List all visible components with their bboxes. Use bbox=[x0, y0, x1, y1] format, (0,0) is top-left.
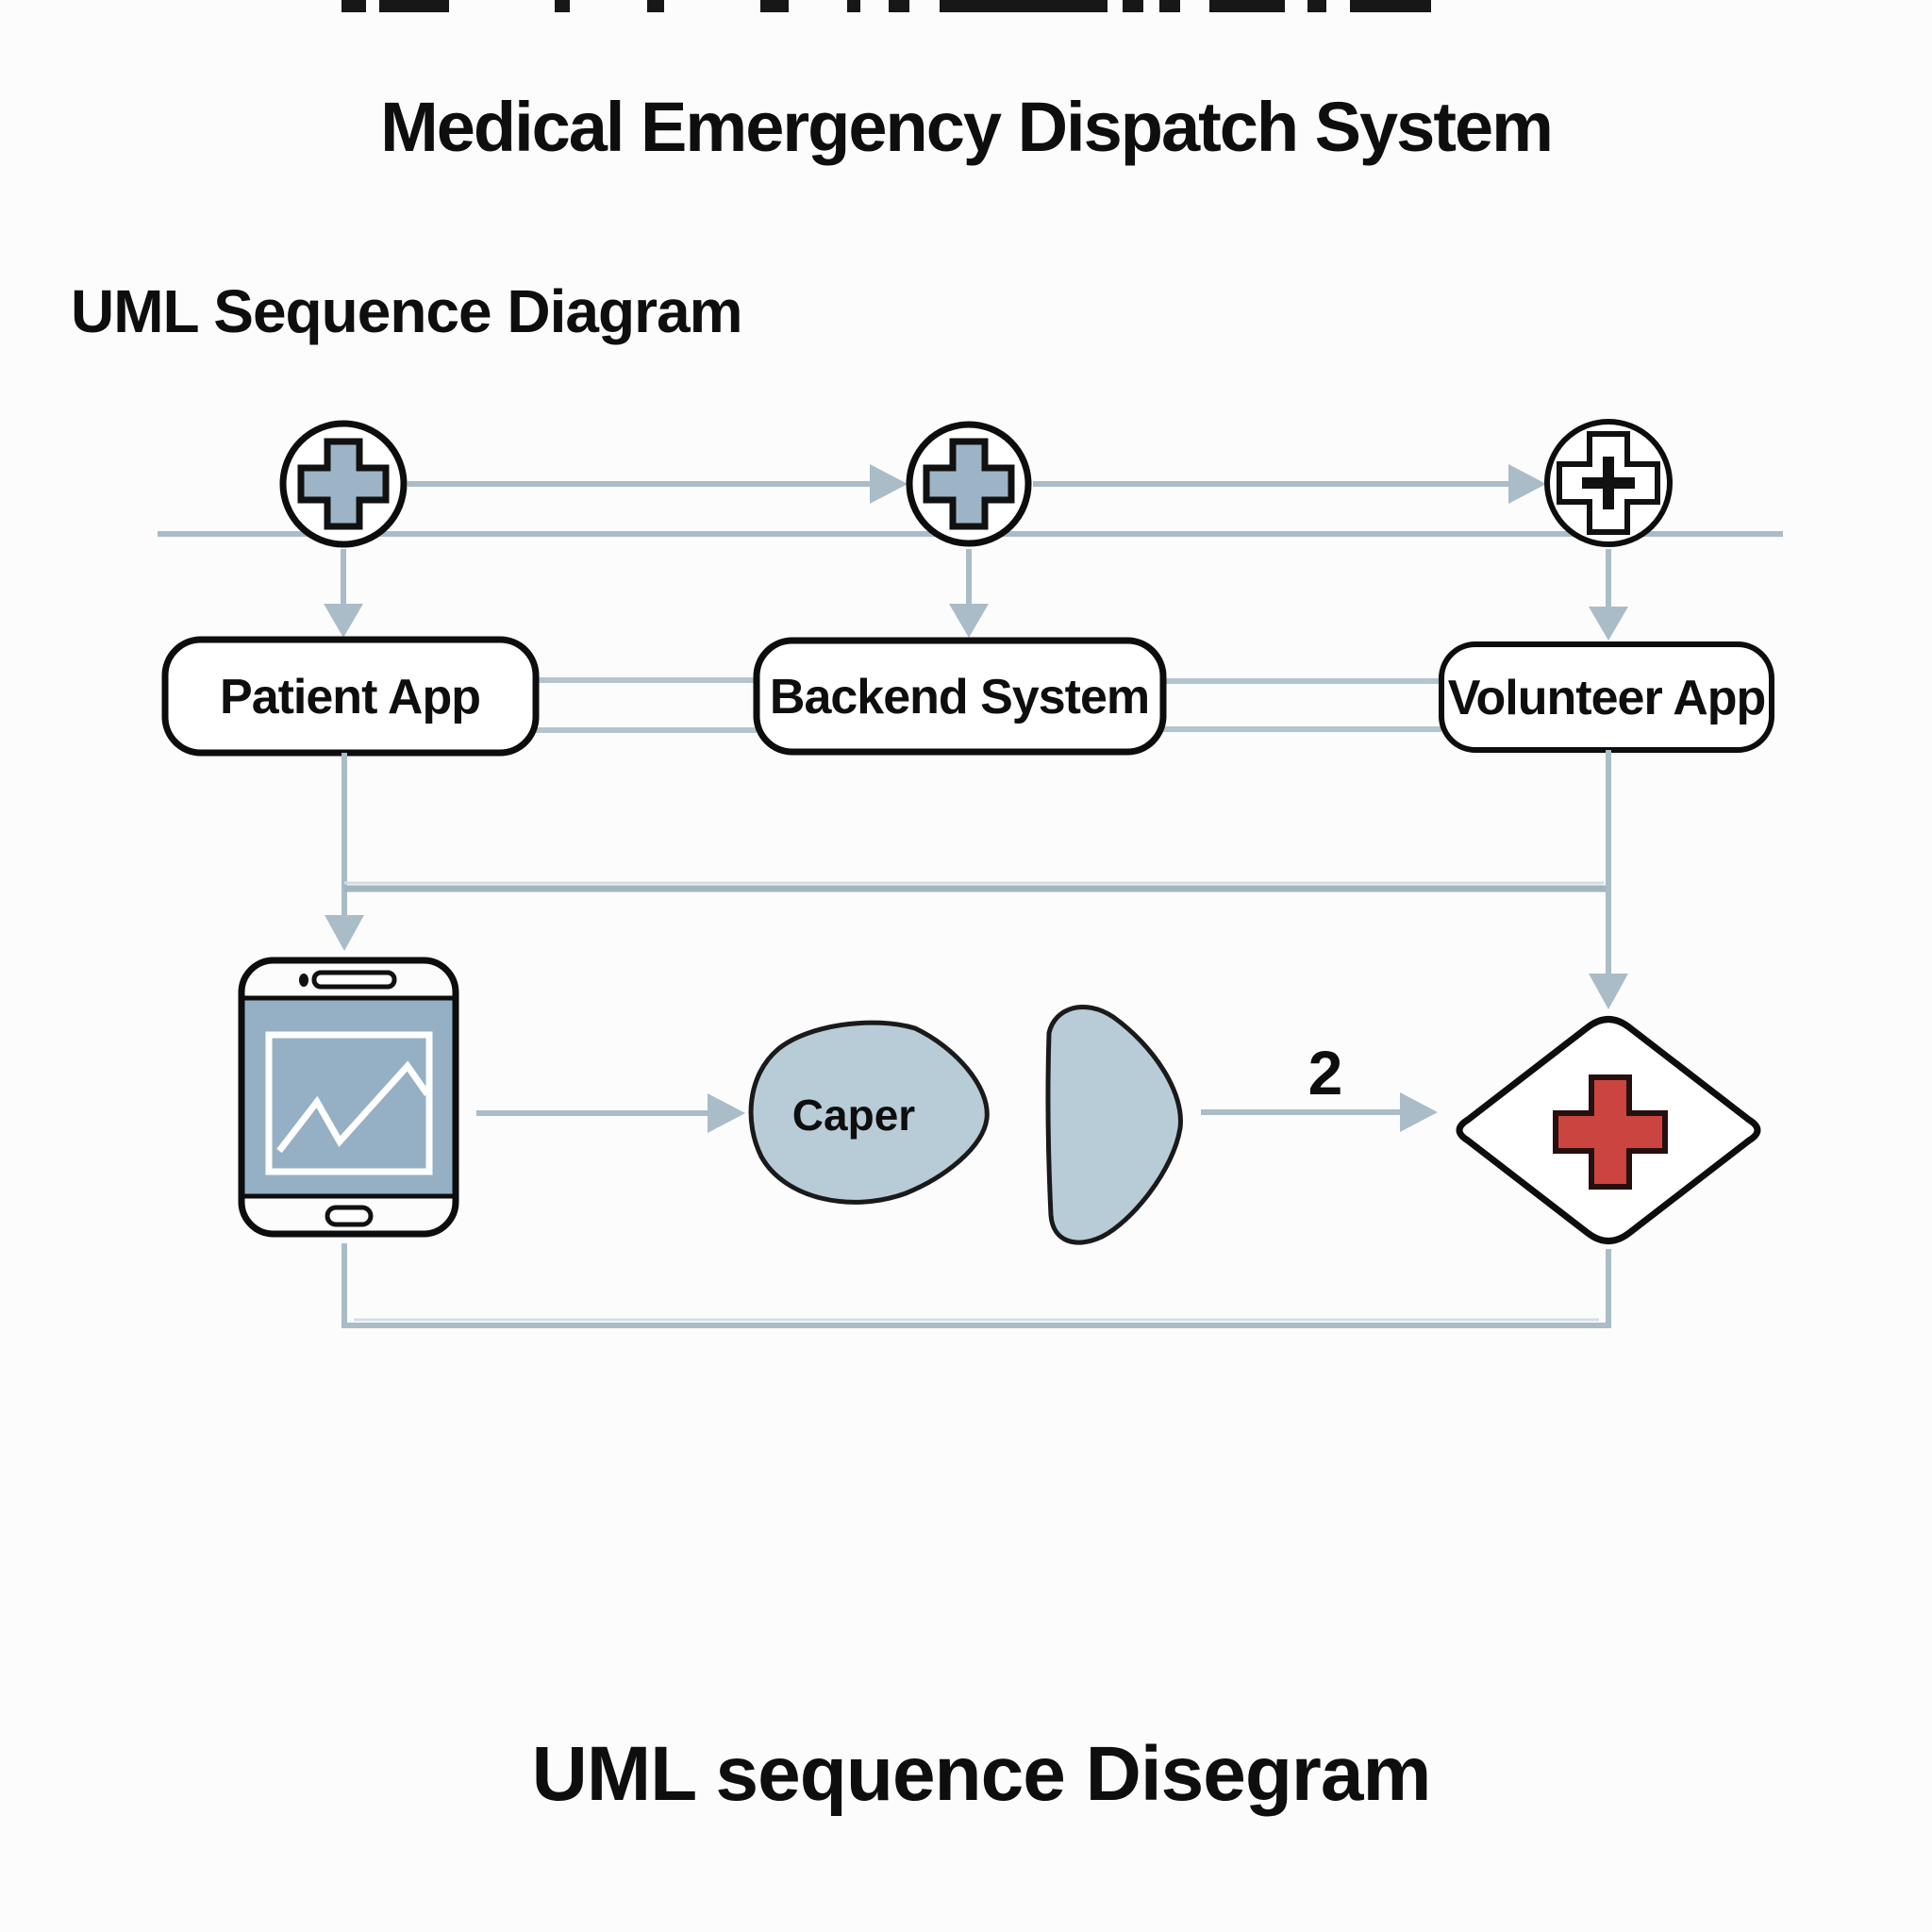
flow-volunteer-down bbox=[1589, 750, 1628, 1009]
node-backend-system: Backend System bbox=[753, 637, 1167, 756]
medical-cross-icon bbox=[297, 438, 390, 530]
arrow-phone-to-caper bbox=[476, 1093, 745, 1133]
arrow-patient-to-backend bbox=[408, 464, 908, 504]
line-chart-icon bbox=[276, 1060, 430, 1154]
node-label: Backend System bbox=[770, 670, 1149, 724]
arrow-actor2-down bbox=[949, 549, 989, 638]
node-patient-app: Patient App bbox=[161, 636, 540, 757]
node-label: Volunteer App bbox=[1448, 671, 1766, 725]
page-subtitle: UML Sequence Diagram bbox=[71, 277, 741, 345]
camera-dot-icon bbox=[299, 974, 308, 987]
hospital-cross-actor-3 bbox=[1544, 419, 1673, 547]
medical-cross-actor-2 bbox=[906, 421, 1032, 547]
connector-patient-backend bbox=[536, 677, 757, 733]
caper-label: Caper bbox=[792, 1091, 915, 1140]
speaker-icon bbox=[311, 970, 397, 990]
arrow-backend-to-volunteer bbox=[1033, 464, 1546, 504]
chart-frame-icon bbox=[265, 1031, 433, 1175]
node-label: Patient App bbox=[220, 670, 480, 724]
smartphone-icon bbox=[238, 957, 459, 1238]
caper-blob-shape: Caper bbox=[748, 1020, 990, 1205]
bottom-caption: UML sequence Disegram bbox=[532, 1731, 1431, 1817]
return-connector bbox=[341, 1243, 1611, 1328]
page-title: Medical Emergency Dispatch System bbox=[380, 88, 1552, 166]
home-button-icon bbox=[325, 1205, 374, 1227]
decision-diamond bbox=[1456, 1016, 1761, 1244]
flow-patient-down bbox=[325, 753, 364, 951]
arrow-count-label: 2 bbox=[1308, 1038, 1343, 1108]
connector-backend-volunteer bbox=[1163, 678, 1441, 732]
cutoff-text-fragments bbox=[341, 0, 1431, 12]
arrow-actor3-down bbox=[1589, 549, 1628, 641]
medical-cross-icon bbox=[923, 438, 1015, 530]
arrow-blob-to-diamond: 2 bbox=[1201, 1038, 1438, 1132]
arrow-actor1-down bbox=[324, 549, 363, 638]
red-cross-icon bbox=[1553, 1074, 1668, 1190]
node-volunteer-app: Volunteer App bbox=[1439, 641, 1774, 753]
blob-shape bbox=[1045, 1005, 1183, 1245]
medical-cross-actor-1 bbox=[279, 420, 408, 548]
plus-icon bbox=[1603, 457, 1614, 509]
